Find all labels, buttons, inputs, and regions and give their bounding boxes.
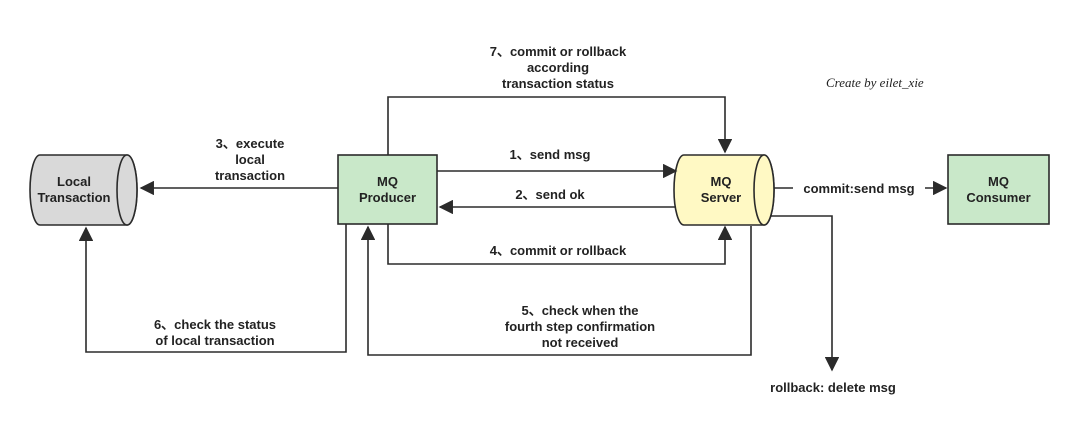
step6-label: 6、check the status of local transaction (153, 317, 277, 348)
arrow-check-fourth-step (360, 225, 752, 356)
mq-server-label: MQ Server (700, 174, 742, 205)
local-transaction-cylinder (29, 154, 138, 226)
credit-text: Create by eilet_xie (826, 75, 924, 90)
mq-producer-label: MQ Producer (358, 173, 417, 205)
step5-label: 5、check when the fourth step confirmatio… (504, 303, 656, 350)
step1-label: 1、send msg (509, 147, 591, 162)
arrow-commit-according-status (387, 96, 733, 155)
mq-consumer-label: MQ Consumer (966, 173, 1031, 205)
arrow-check-local-status (78, 224, 347, 353)
arrow-commit-or-rollback (387, 224, 733, 265)
step7-label: 7、commit or rollback according transacti… (489, 44, 627, 91)
local-transaction-label: Local Transaction (37, 174, 111, 205)
step2-label: 2、send ok (515, 187, 585, 202)
commit-send-label: commit:send msg (793, 181, 925, 197)
mq-producer-box (337, 154, 438, 225)
rollback-delete-label: rollback: delete msg (770, 380, 896, 395)
step3-label: 3、execute local transaction (214, 136, 286, 183)
arrow-rollback-delete (770, 215, 840, 372)
step4-label: 4、commit or rollback (489, 243, 627, 258)
mq-consumer-box (947, 154, 1050, 225)
